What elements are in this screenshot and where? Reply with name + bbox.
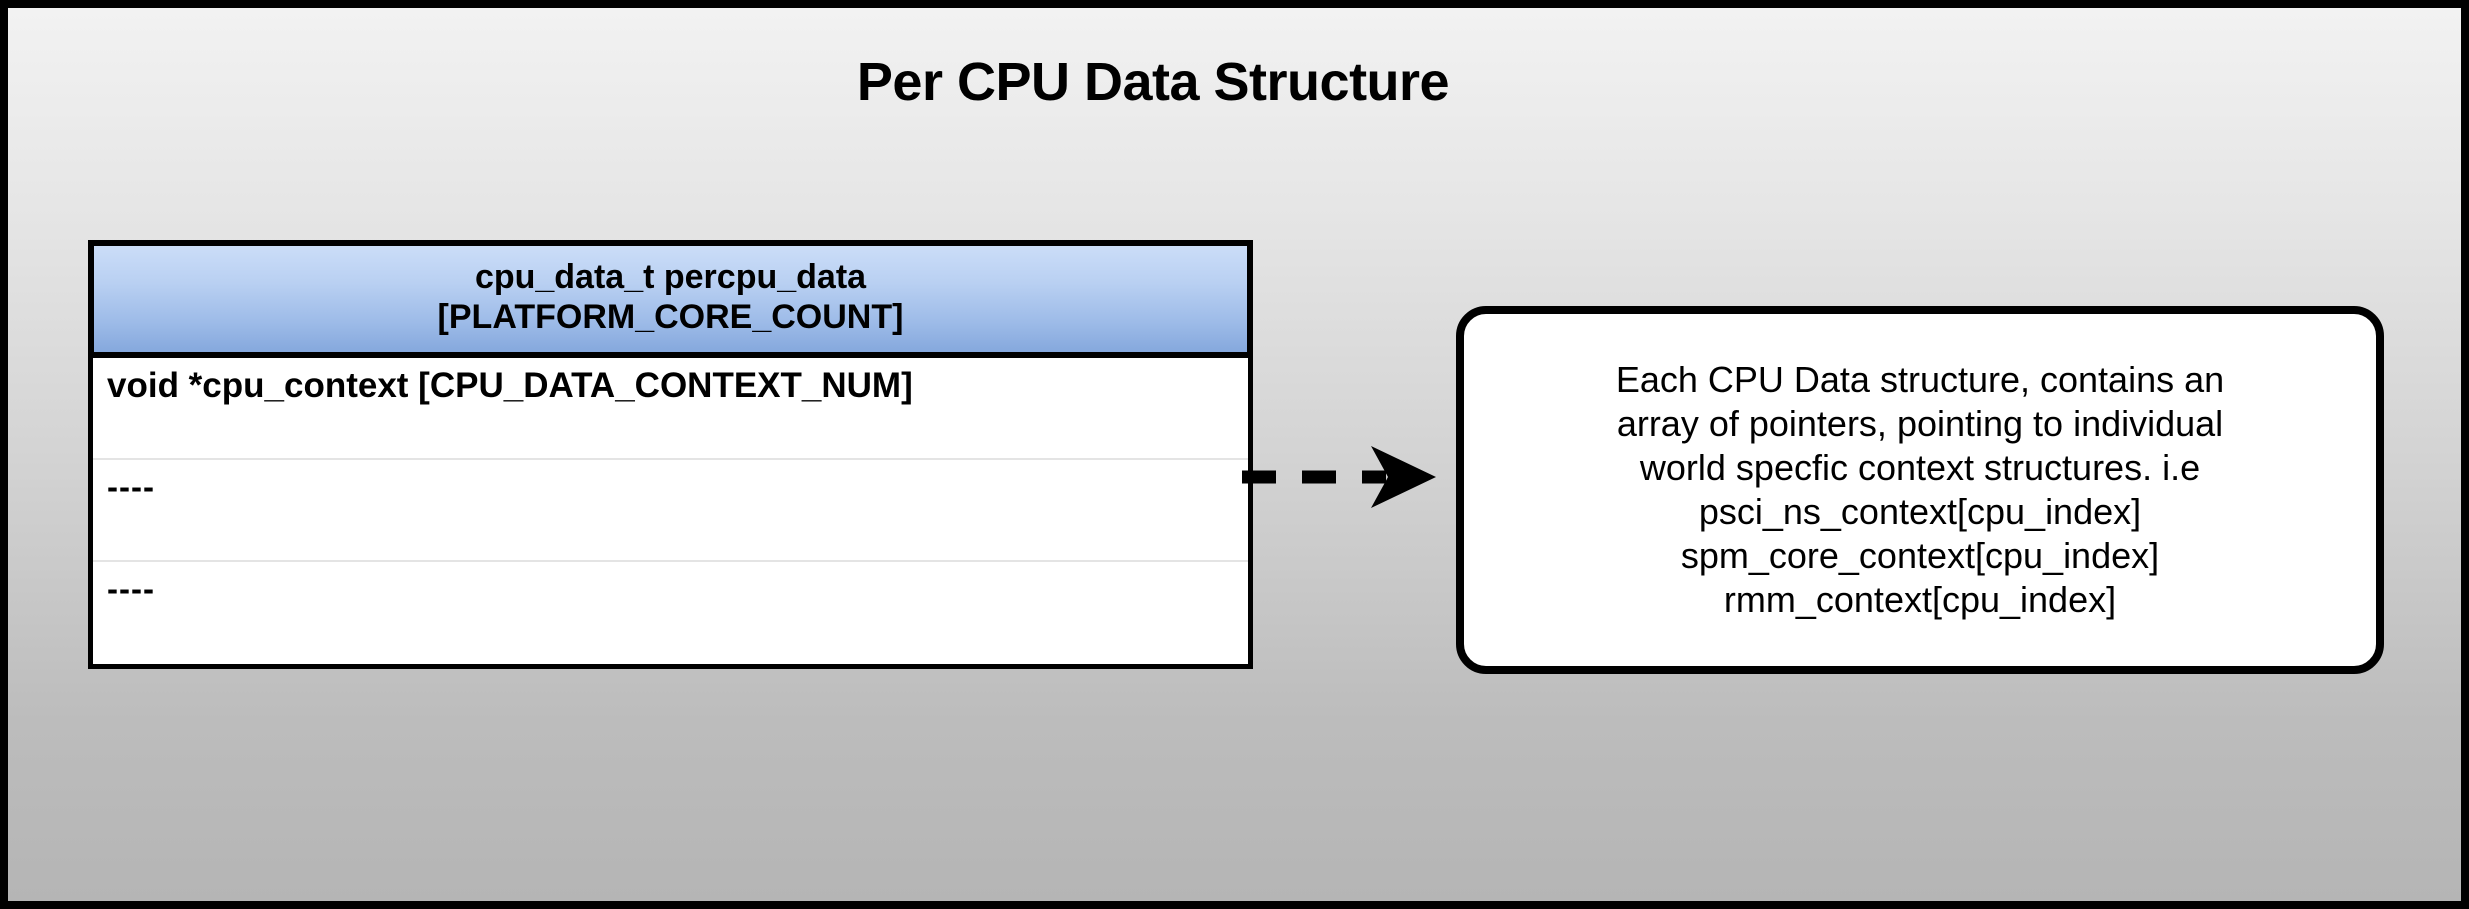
struct-field-label: ---- xyxy=(107,467,155,505)
callout-line-3: world specfic context structures. i.e xyxy=(1639,447,2201,489)
page-title: Per CPU Data Structure xyxy=(856,52,1450,112)
struct-field-label: void *cpu_context [CPU_DATA_CONTEXT_NUM] xyxy=(107,365,913,405)
percpu-data-struct-table: cpu_data_t percpu_data [PLATFORM_CORE_CO… xyxy=(88,240,1253,669)
table-row: ---- xyxy=(93,562,1248,664)
struct-header-line-1: cpu_data_t percpu_data xyxy=(474,258,867,296)
table-row: void *cpu_context [CPU_DATA_CONTEXT_NUM] xyxy=(93,358,1248,460)
callout-line-6: rmm_context[cpu_index] xyxy=(1723,578,2117,620)
table-row: ---- xyxy=(93,460,1248,562)
struct-field-label: ---- xyxy=(107,569,155,607)
struct-header-line-2: [PLATFORM_CORE_COUNT] xyxy=(437,297,904,336)
callout-line-4: psci_ns_context[cpu_index] xyxy=(1698,491,2142,532)
callout-line-5: spm_core_context[cpu_index] xyxy=(1680,534,2160,576)
struct-table-body: void *cpu_context [CPU_DATA_CONTEXT_NUM]… xyxy=(88,357,1253,669)
struct-table-header: cpu_data_t percpu_data [PLATFORM_CORE_CO… xyxy=(88,240,1253,358)
callout-line-1: Each CPU Data structure, contains an xyxy=(1615,359,2225,401)
callout-note: Each CPU Data structure, contains an arr… xyxy=(1456,306,2384,674)
callout-line-2: array of pointers, pointing to individua… xyxy=(1616,403,2224,445)
dashed-arrow-right-icon xyxy=(1236,438,1446,518)
